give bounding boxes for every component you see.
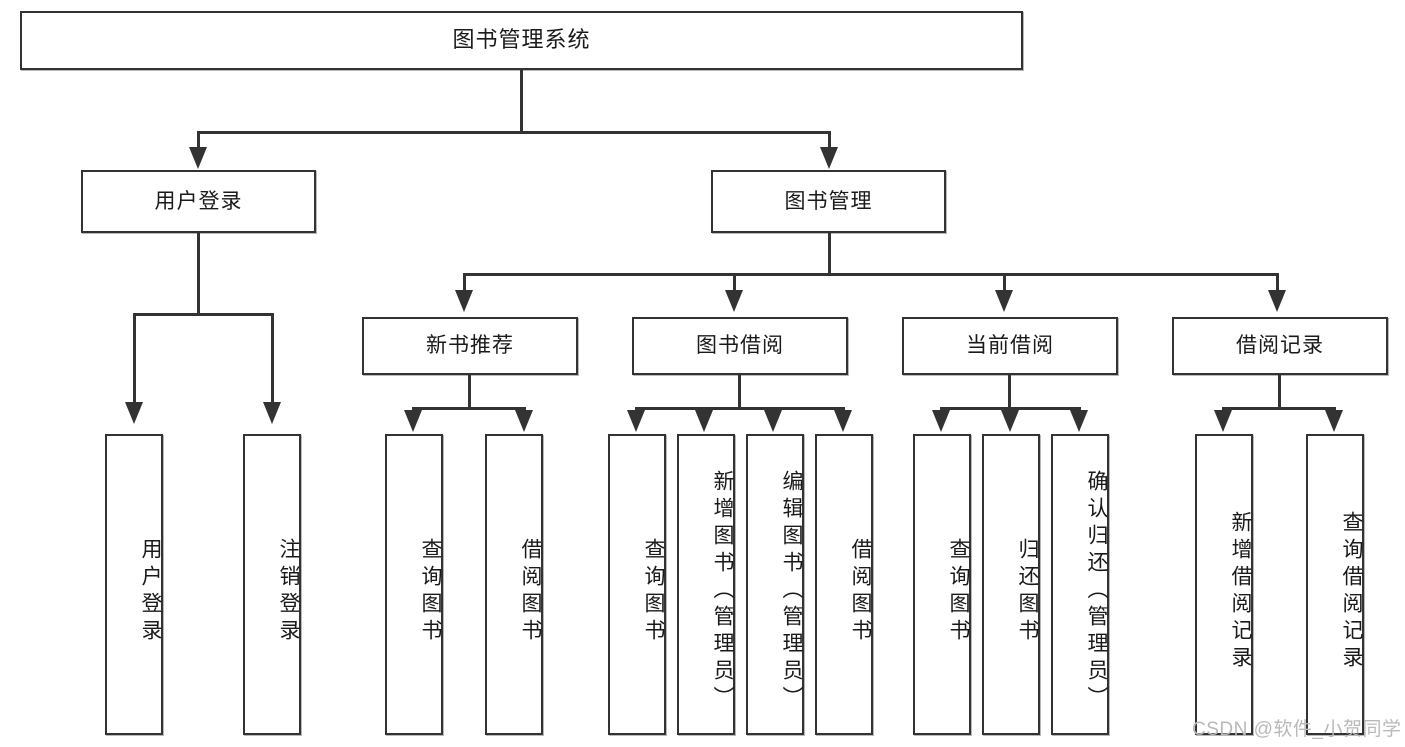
edge-records-stem xyxy=(1278,375,1281,409)
arrow-borrow-leaf-3 xyxy=(764,410,782,432)
edge-book-manage-stem xyxy=(828,233,831,275)
leaf-borrow-query-book[interactable]: 查询图书 xyxy=(608,434,666,735)
arrow-current-leaf-3 xyxy=(1070,410,1088,432)
edge-borrow-bus xyxy=(635,407,845,410)
node-user-login[interactable]: 用户登录 xyxy=(81,170,316,233)
edge-borrow-stem xyxy=(738,375,741,409)
leaf-user-login-logout[interactable]: 注销登录 xyxy=(243,434,301,735)
node-label: 查询图书 xyxy=(947,537,970,646)
node-current-borrow[interactable]: 当前借阅 xyxy=(902,317,1118,375)
arrow-current-leaf-1 xyxy=(932,410,950,432)
node-label: 借阅记录 xyxy=(1236,334,1324,358)
leaf-recommend-borrow-book[interactable]: 借阅图书 xyxy=(485,434,543,735)
edge-level3-drop-2 xyxy=(733,273,736,295)
edge-user-login-drop-2 xyxy=(271,313,274,405)
node-label: 新增图书（管理员） xyxy=(711,470,734,713)
node-book-management[interactable]: 图书管理 xyxy=(711,170,946,233)
node-new-book-recommend[interactable]: 新书推荐 xyxy=(362,317,578,375)
node-label: 新增借阅记录 xyxy=(1229,510,1252,673)
node-label: 图书管理 xyxy=(784,189,873,213)
arrow-user-login-leaf-1 xyxy=(125,402,143,424)
leaf-records-add-record[interactable]: 新增借阅记录 xyxy=(1195,434,1253,735)
edge-user-login-stem xyxy=(197,233,200,315)
csdn-watermark: CSDN @软件_小贺同学 xyxy=(1192,719,1402,740)
arrow-borrow-leaf-1 xyxy=(627,410,645,432)
node-label: 用户登录 xyxy=(139,537,162,646)
leaf-current-confirm-return-admin[interactable]: 确认归还（管理员） xyxy=(1051,434,1109,735)
arrow-current-leaf-2 xyxy=(1001,410,1019,432)
node-borrow-records[interactable]: 借阅记录 xyxy=(1172,317,1388,375)
arrow-to-new-book-recommend xyxy=(455,290,473,312)
edge-records-bus xyxy=(1222,407,1336,410)
node-label: 图书借阅 xyxy=(696,334,784,358)
edge-root-bus xyxy=(197,131,831,134)
edge-root-to-user-login xyxy=(197,131,200,153)
edge-user-login-drop-1 xyxy=(133,313,136,405)
edge-root-to-book-manage xyxy=(828,131,831,153)
leaf-user-login-login[interactable]: 用户登录 xyxy=(105,434,163,735)
node-label: 借阅图书 xyxy=(849,537,872,646)
leaf-borrow-edit-book-admin[interactable]: 编辑图书（管理员） xyxy=(746,434,804,735)
node-label: 图书管理系统 xyxy=(452,27,591,53)
node-label: 编辑图书（管理员） xyxy=(780,470,803,713)
arrow-to-current-borrow xyxy=(995,290,1013,312)
edge-level3-drop-4 xyxy=(1276,273,1279,295)
node-label: 新书推荐 xyxy=(426,334,514,358)
node-root-system[interactable]: 图书管理系统 xyxy=(20,11,1023,70)
node-label: 确认归还（管理员） xyxy=(1085,470,1108,713)
edge-recommend-bus xyxy=(412,407,526,410)
edge-recommend-stem xyxy=(468,375,471,409)
node-label: 借阅图书 xyxy=(519,537,542,646)
node-label: 查询图书 xyxy=(642,537,665,646)
arrow-recommend-leaf-2 xyxy=(515,410,533,432)
arrow-records-leaf-2 xyxy=(1325,410,1343,432)
leaf-current-query-book[interactable]: 查询图书 xyxy=(913,434,971,735)
arrow-user-login-leaf-2 xyxy=(263,402,281,424)
edge-level3-drop-1 xyxy=(463,273,466,295)
node-label: 用户登录 xyxy=(154,189,243,213)
leaf-records-query-record[interactable]: 查询借阅记录 xyxy=(1306,434,1364,735)
arrow-borrow-leaf-4 xyxy=(834,410,852,432)
leaf-borrow-add-book-admin[interactable]: 新增图书（管理员） xyxy=(677,434,735,735)
leaf-current-return-book[interactable]: 归还图书 xyxy=(982,434,1040,735)
node-label: 查询借阅记录 xyxy=(1340,510,1363,673)
edge-current-stem xyxy=(1008,375,1011,409)
leaf-borrow-borrow-book[interactable]: 借阅图书 xyxy=(815,434,873,735)
arrow-borrow-leaf-2 xyxy=(695,410,713,432)
node-label: 查询图书 xyxy=(419,537,442,646)
leaf-recommend-query-book[interactable]: 查询图书 xyxy=(385,434,443,735)
node-label: 归还图书 xyxy=(1016,537,1039,646)
arrow-records-leaf-1 xyxy=(1214,410,1232,432)
arrow-to-user-login xyxy=(189,147,207,169)
edge-book-manage-bus xyxy=(463,273,1279,276)
arrow-to-book-manage xyxy=(820,147,838,169)
edge-level3-drop-3 xyxy=(1003,273,1006,295)
node-book-borrow[interactable]: 图书借阅 xyxy=(632,317,848,375)
node-label: 注销登录 xyxy=(277,537,300,646)
arrow-to-borrow-records xyxy=(1268,290,1286,312)
node-label: 当前借阅 xyxy=(966,334,1054,358)
edge-user-login-bus xyxy=(133,313,274,316)
edge-root-stem xyxy=(520,70,523,133)
arrow-to-book-borrow xyxy=(725,290,743,312)
arrow-recommend-leaf-1 xyxy=(404,410,422,432)
